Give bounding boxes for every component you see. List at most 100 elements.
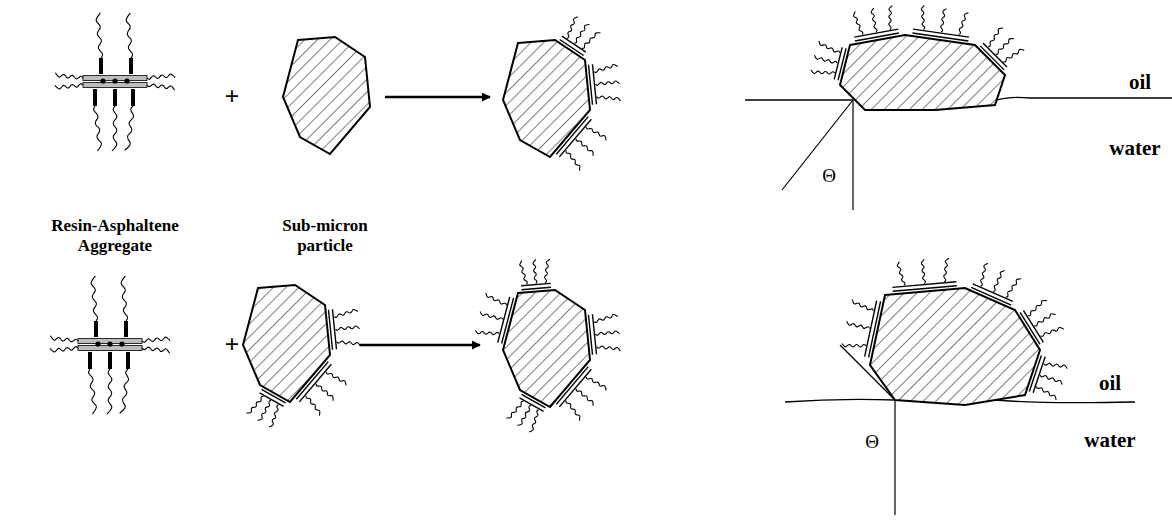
alkyl-tail <box>120 369 129 413</box>
plus-sign: + <box>217 330 247 360</box>
alkyl-tail <box>944 258 949 282</box>
adsorbed-layer <box>556 117 588 155</box>
contact-angle-line <box>852 100 853 210</box>
adsorbed-layer <box>1023 310 1043 342</box>
alkyl-tail <box>337 341 361 346</box>
adsorbed-layer <box>559 119 591 157</box>
alkyl-tail <box>1041 327 1064 336</box>
alkyl-tail <box>480 311 503 319</box>
adsorbed-layer <box>559 369 591 407</box>
alkyl-tail <box>55 73 83 79</box>
alkyl-tail <box>50 347 78 352</box>
alkyl-tail <box>1003 49 1024 62</box>
component-caption: Sub-micron particle <box>268 216 383 255</box>
adsorbed-layer <box>854 29 898 37</box>
alkyl-tail <box>814 55 837 63</box>
alkyl-tail <box>545 259 550 283</box>
adsorbed-layer <box>520 398 544 412</box>
alkyl-tail <box>597 346 621 351</box>
alkyl-tail <box>89 369 97 414</box>
alkyl-tail <box>597 96 621 101</box>
alkyl-tail <box>586 127 606 140</box>
alkyl-tail <box>576 139 593 156</box>
alkyl-tail <box>566 150 580 170</box>
adsorbed-layer <box>556 367 588 405</box>
alkyl-tail <box>595 81 619 85</box>
alkyl-tail <box>847 321 870 328</box>
alkyl-tail <box>147 74 175 79</box>
oil-water-interface <box>745 99 853 100</box>
alkyl-tail <box>871 8 877 32</box>
alkyl-tail <box>96 13 102 58</box>
alkyl-tail <box>819 41 840 53</box>
oil-water-interface <box>785 399 895 402</box>
alkyl-tail <box>1006 279 1021 297</box>
alkyl-tail <box>574 24 589 43</box>
alkyl-tail <box>576 389 593 406</box>
alkyl-tail <box>112 106 117 151</box>
alkyl-tail <box>142 347 170 353</box>
alkyl-tail <box>257 400 271 420</box>
alkyl-tail <box>594 314 618 322</box>
adsorbed-layer <box>521 287 551 289</box>
alkyl-tail <box>107 369 112 414</box>
alkyl-tail <box>567 17 578 38</box>
alkyl-tail <box>50 336 78 342</box>
adsorbed-layer <box>521 283 551 285</box>
phase-label: oil <box>1115 70 1165 94</box>
alkyl-tail <box>988 28 1003 47</box>
alkyl-tail <box>852 299 873 310</box>
adsorbed-layer <box>971 287 1011 305</box>
alkyl-tail <box>533 259 537 283</box>
alkyl-tail <box>520 261 528 285</box>
sub-micron-particle <box>243 285 360 427</box>
alkyl-tail <box>594 64 618 72</box>
adsorbed-layer <box>328 310 332 350</box>
adsorbed-layer <box>296 362 328 400</box>
contact-angle-symbol: Θ <box>860 431 884 453</box>
alkyl-tail <box>996 39 1014 55</box>
alkyl-tail <box>582 33 600 49</box>
alkyl-tail <box>334 309 358 317</box>
phase-label: water <box>1075 428 1145 452</box>
adsorbed-layer <box>299 364 331 402</box>
alkyl-tail <box>269 405 278 427</box>
adsorbed-layer <box>973 284 1013 302</box>
alkyl-tail <box>91 276 97 321</box>
alkyl-tail <box>941 9 947 32</box>
contact-angle-symbol: Θ <box>817 165 841 187</box>
plus-sign: + <box>217 82 247 112</box>
alkyl-tail <box>897 262 905 286</box>
alkyl-tail <box>1034 314 1055 326</box>
alkyl-tail <box>1036 386 1056 400</box>
adsorbed-layer <box>1033 357 1045 393</box>
reaction-arrow <box>360 344 480 347</box>
alkyl-tail <box>981 263 988 286</box>
sub-micron-particle <box>842 258 1067 405</box>
alkyl-tail <box>1040 375 1062 384</box>
alkyl-tail <box>142 337 170 342</box>
adsorbed-layer <box>1020 312 1040 344</box>
alkyl-tail <box>517 405 531 425</box>
alkyl-tail <box>529 410 538 432</box>
alkyl-tail <box>126 13 132 58</box>
alkyl-tail <box>55 84 83 89</box>
alkyl-tail <box>506 401 523 418</box>
alkyl-tail <box>125 106 134 150</box>
alkyl-tail <box>993 271 1004 292</box>
resin-asphaltene-aggregate <box>55 13 175 151</box>
alkyl-tail <box>889 6 893 30</box>
adsorbed-layer <box>855 33 899 41</box>
adsorbed-layer <box>260 393 284 407</box>
sub-micron-particle <box>811 6 1024 110</box>
alkyl-tail <box>921 259 925 283</box>
adsorbed-layer <box>588 65 592 105</box>
adsorbed-layer <box>562 36 586 52</box>
alkyl-tail <box>335 326 359 330</box>
resin-asphaltene-aggregate <box>50 276 170 414</box>
alkyl-tail <box>316 384 333 401</box>
alkyl-tail <box>306 395 320 415</box>
alkyl-tail <box>566 400 580 420</box>
sub-micron-particle <box>475 259 620 432</box>
contact-angle-line <box>782 100 853 190</box>
